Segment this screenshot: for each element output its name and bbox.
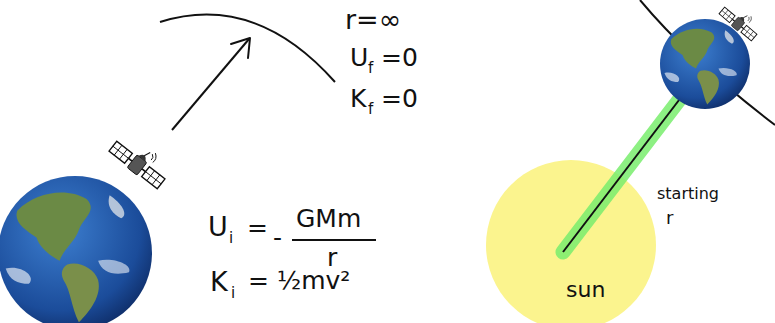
numerator: GMm [296,206,361,231]
arrow-head [231,38,250,58]
fraction-bar [292,239,376,241]
radius-label: starting [657,186,719,202]
minus-sign: - [273,225,282,250]
trajectory-curve [160,15,335,83]
energy-symbol: U [350,45,368,70]
subscript: f [368,61,373,76]
equation-part: = [247,215,268,240]
subscript: f [368,102,373,117]
radius-label: r [666,209,673,227]
equation-part: = ½mv² [248,268,350,293]
sun-label: sun [566,279,605,301]
energy-symbol: K [210,268,228,295]
orbit-curve [640,0,775,125]
earth-picture [0,176,152,323]
subscript: i [231,286,235,301]
escape-arrow [172,38,250,130]
equation-part: =0 [381,86,418,111]
arrow-shaft [172,39,249,130]
denominator: r [327,245,337,270]
distance-value: r=∞ [345,6,401,33]
satellite-picture [718,0,763,42]
equation-part: =0 [381,45,418,70]
satellite-picture [108,130,174,190]
energy-symbol: K [350,86,366,111]
subscript: i [229,231,233,246]
earth-picture [660,19,750,109]
energy-symbol: U [208,213,228,240]
